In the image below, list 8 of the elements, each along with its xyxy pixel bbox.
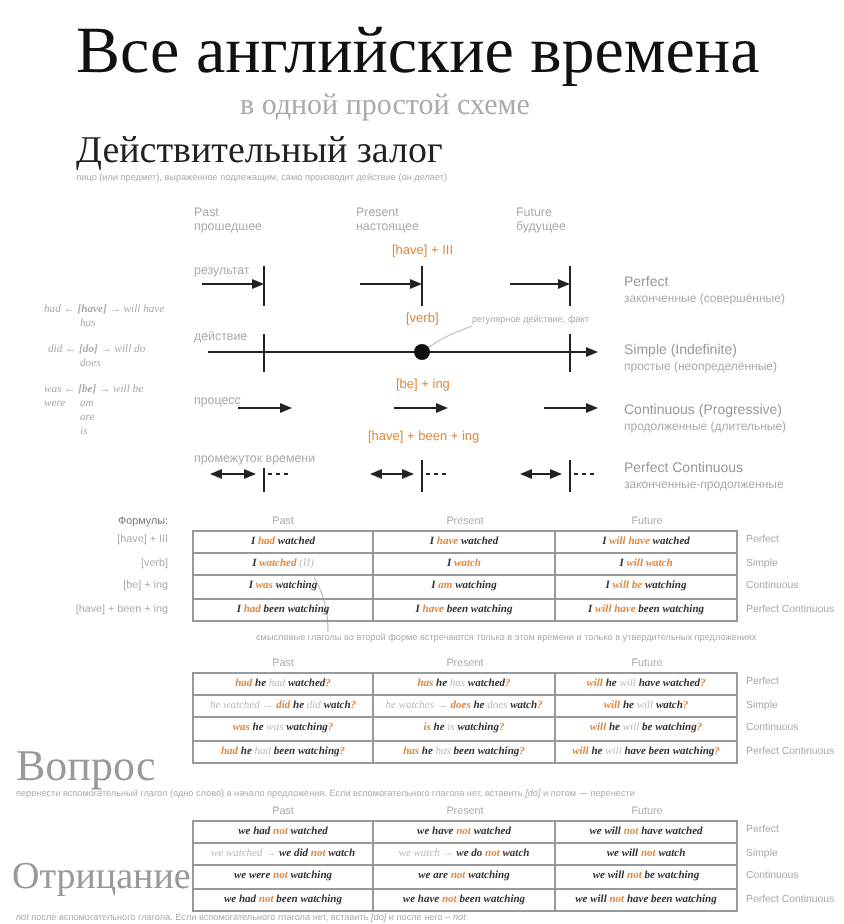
- subtitle: в одной простой схеме: [240, 90, 530, 125]
- section-heading: Действительный залог: [76, 130, 443, 173]
- leader-line: [427, 325, 473, 348]
- title: Все английские времена: [76, 16, 760, 92]
- section-heading: Вопрос: [16, 740, 156, 790]
- section-heading: Отрицание: [12, 856, 191, 900]
- leader-line: [313, 576, 329, 633]
- timeline-dot: [414, 344, 430, 360]
